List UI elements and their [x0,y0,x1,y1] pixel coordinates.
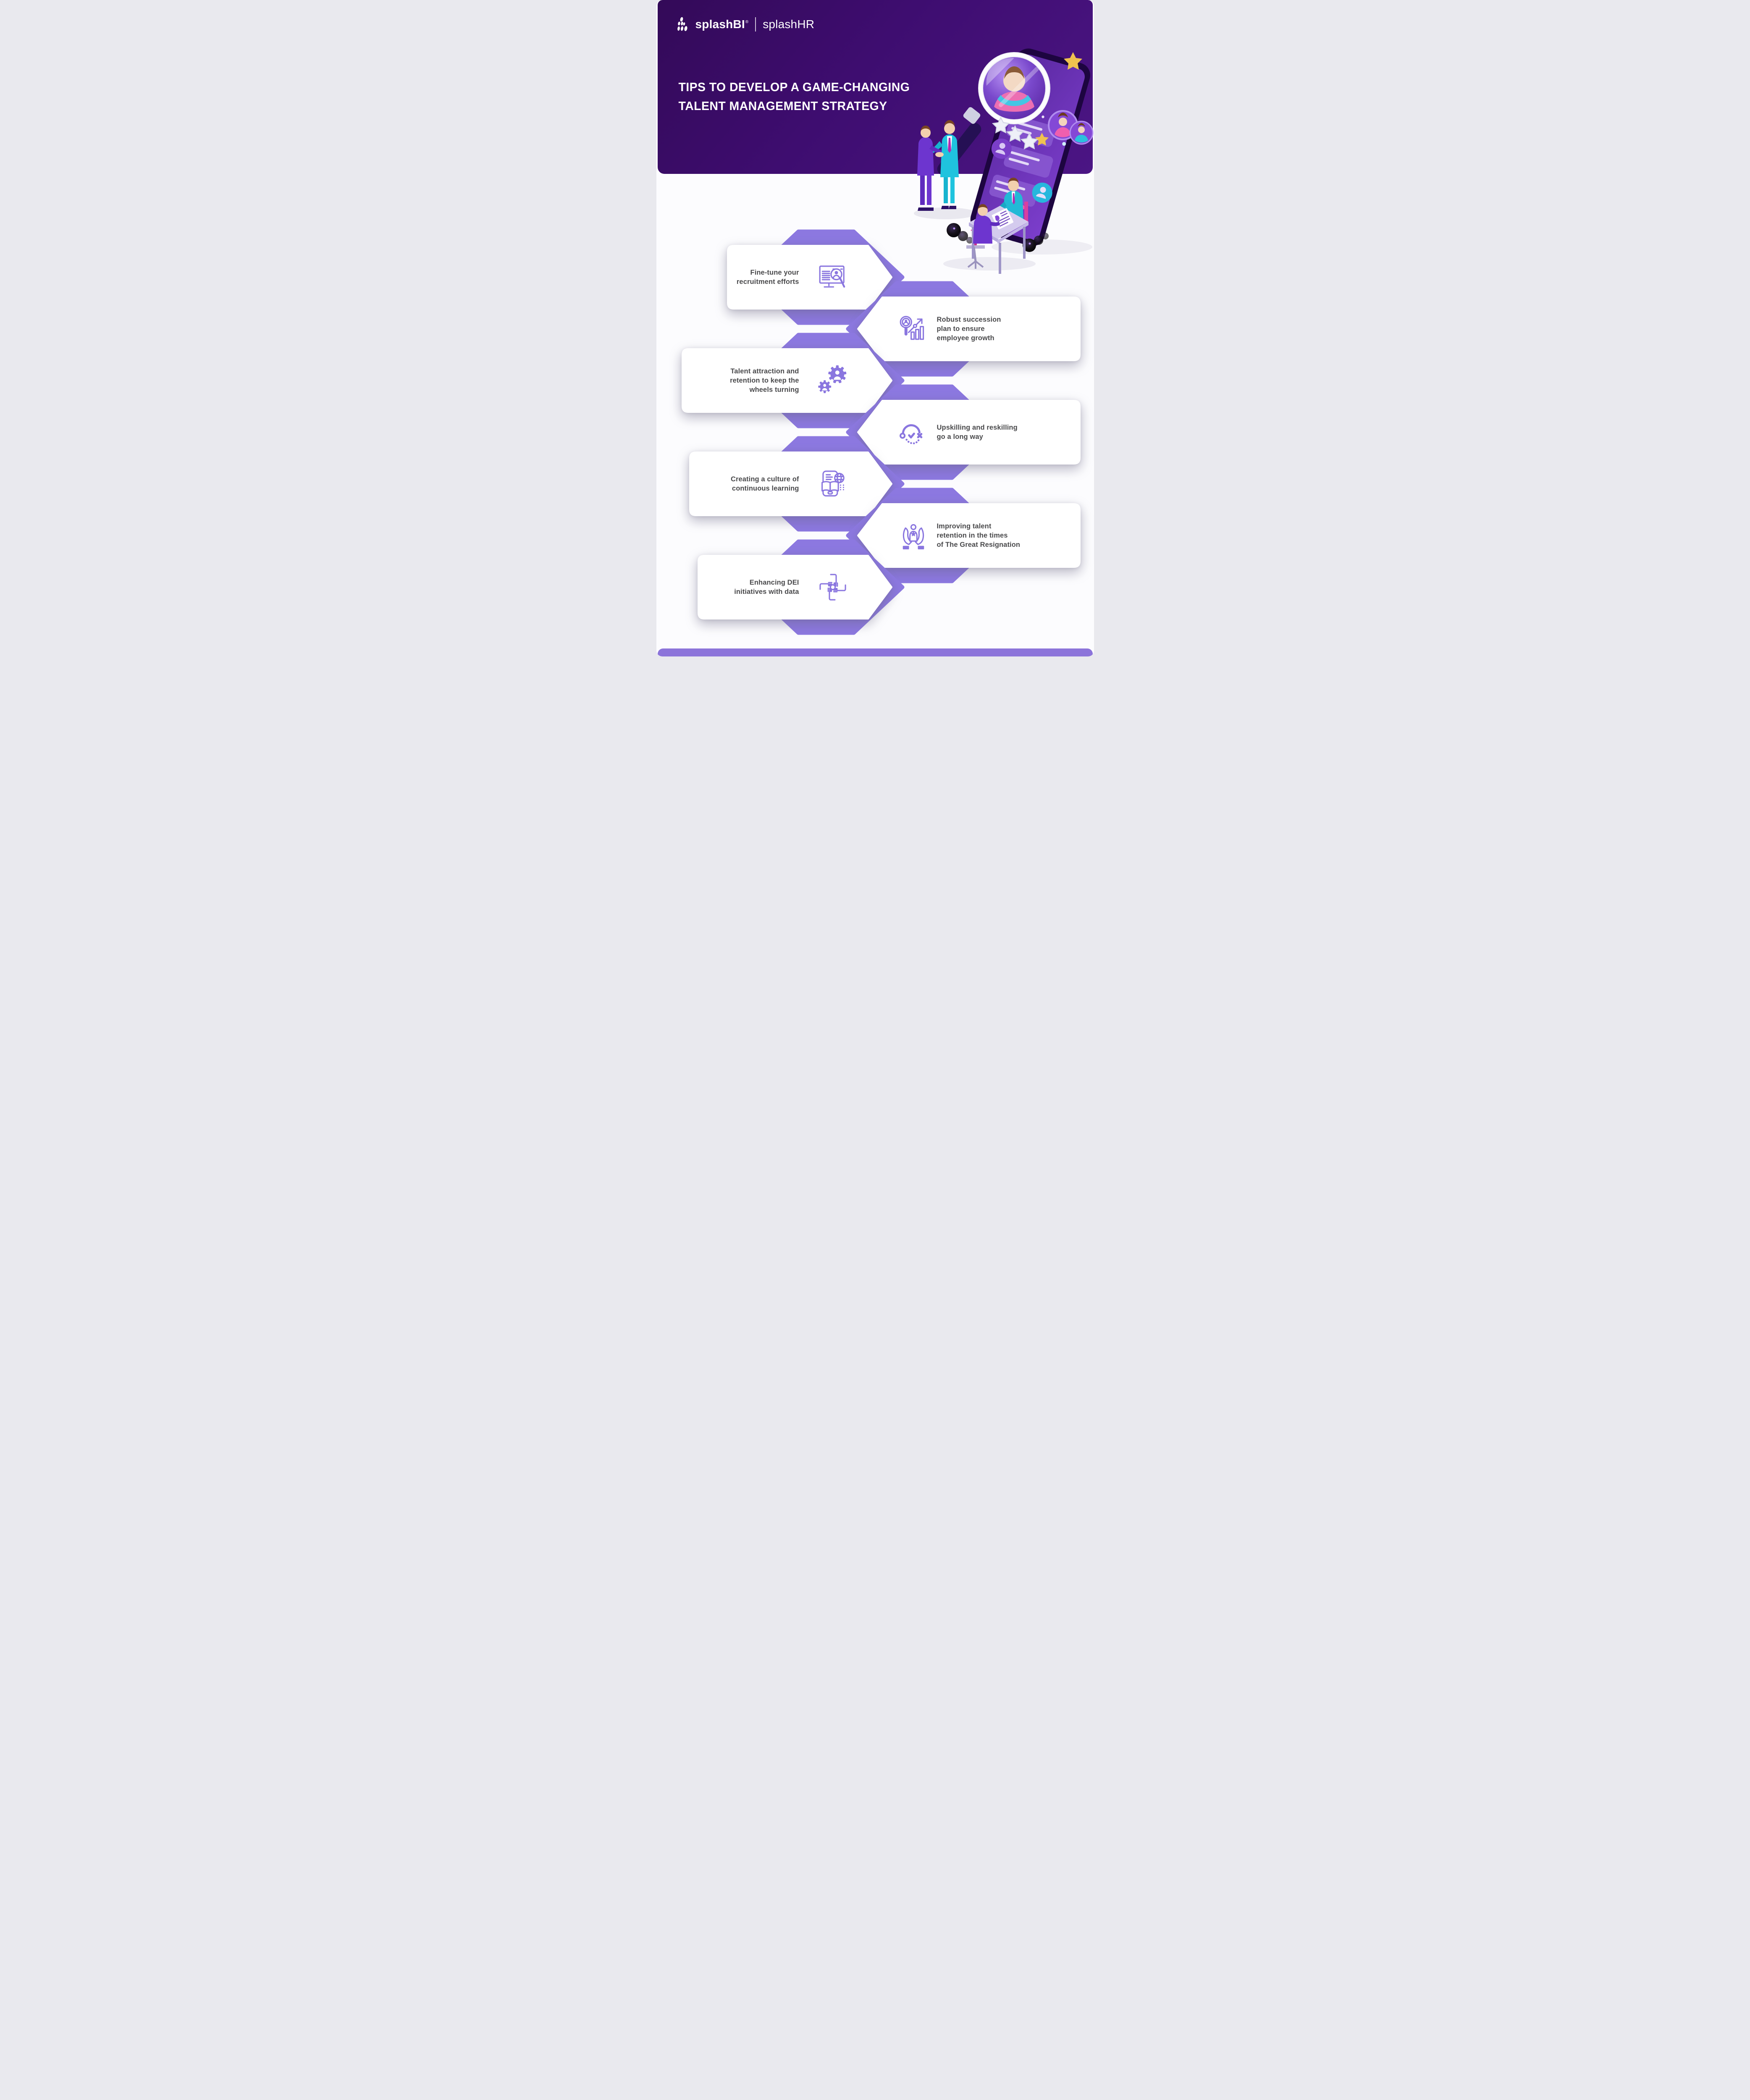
registered-mark: ® [745,19,749,24]
tip-line: Enhancing DEI [749,579,799,586]
tip-line: continuous learning [732,485,799,492]
tip-card [727,245,892,310]
tip-shape [846,384,1081,480]
tip-line: Robust succession [937,316,1001,323]
tip-line: Talent attraction and [730,368,799,375]
title-line-1: TIPS TO DEVELOP A GAME-CHANGING [678,81,910,94]
tip-card [681,348,892,413]
tip-card [689,452,892,516]
tip-text: Talent attraction and retention to keep t… [694,367,799,394]
infographic-page: splashBI ® splashHR TIPS TO DEVELOP A GA… [656,0,1094,656]
tips-list: Fine-tune your recruitment efforts Robust… [656,0,1094,656]
tip-row: Improving talent retention in the times of… [656,487,1094,584]
tip-line: wheels turning [749,386,799,394]
page-title: TIPS TO DEVELOP A GAME-CHANGING TALENT M… [679,78,910,116]
tip-row: Enhancing DEI initiatives with data [656,539,1094,635]
tip-card [697,555,892,620]
tip-line: plan to ensure [937,325,985,333]
tip-line: Upskilling and reskilling [937,424,1018,431]
brand-splashhr: splashHR [763,18,815,31]
tip-line: retention to keep the [730,377,799,384]
footer-bar [657,648,1093,656]
tip-line: Fine-tune your [750,269,799,276]
tip-line: go a long way [937,433,983,441]
tip-line: Creating a culture of [730,475,799,483]
logo-divider [755,17,756,32]
tip-line: employee growth [937,334,994,342]
tip-text: Creating a culture of continuous learning [694,475,799,493]
tip-line: initiatives with data [734,588,799,596]
brand-splashbi: splashBI [695,18,745,31]
tip-card [857,503,1081,568]
brand-logo: splashBI ® splashHR [676,17,815,32]
tip-text: Improving talent retention in the times of… [937,522,1076,549]
tip-text: Enhancing DEI initiatives with data [694,578,799,596]
tip-line: recruitment efforts [736,278,799,286]
tip-row: Fine-tune your recruitment efforts [656,229,1094,326]
tip-row: Upskilling and reskilling go a long way [656,384,1094,480]
tip-text: Upskilling and reskilling go a long way [937,423,1076,441]
tip-shape [681,333,904,428]
tip-row: Talent attraction and retention to keep t… [656,332,1094,429]
tip-text: Fine-tune your recruitment efforts [694,268,799,286]
tip-card [857,297,1081,361]
tip-line: retention in the times [937,532,1008,539]
tip-card [857,400,1081,465]
title-line-2: TALENT MANAGEMENT STRATEGY [678,100,887,113]
tip-line: of The Great Resignation [937,541,1021,549]
tip-shape [697,539,904,635]
tip-shape [846,281,1081,377]
tip-shape [846,488,1081,583]
united-hands-icon [816,572,850,603]
splash-droplets-icon [677,17,687,31]
tip-row: Creating a culture of continuous learning [656,436,1094,532]
tip-line: Improving talent [937,522,992,530]
